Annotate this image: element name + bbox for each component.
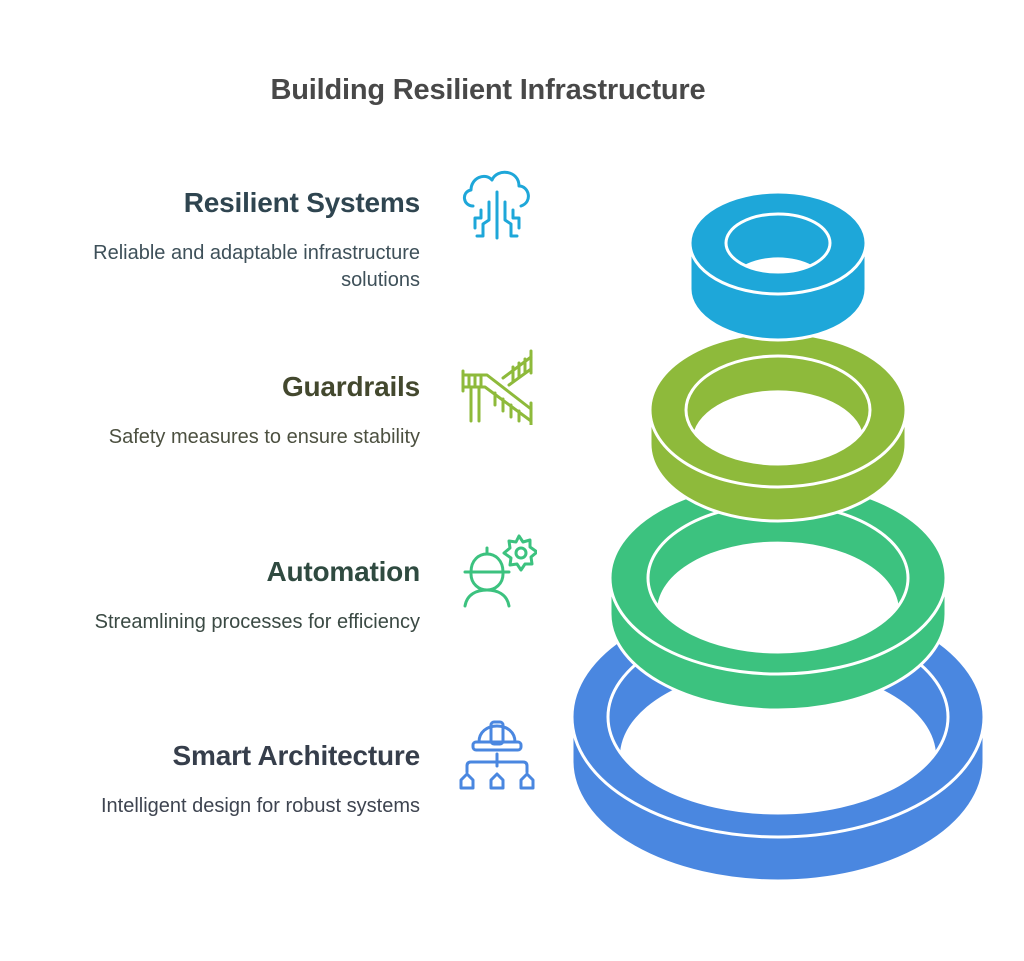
item-resilient-systems: Resilient Systems Reliable and adaptable… [0,186,420,294]
ring-inner-edge [684,354,872,466]
ring-side-wall [650,410,906,521]
item-description-line: solutions [341,269,420,291]
ring-side-wall [610,578,946,710]
diagram-title: Building Resilient Infrastructure [270,74,706,106]
worker-gear-icon [457,530,537,610]
item-description: Intelligent design for robust systems [100,795,420,817]
hardhat-hierarchy-icon [457,710,537,790]
item-guardrails: Guardrails Safety measures to ensure sta… [0,370,420,451]
cloud-circuit-icon [457,162,537,242]
ring-inner-edge [724,212,832,274]
ring-edge-line [688,242,868,296]
item-description: Safety measures to ensure stability [108,426,420,448]
item-heading: Resilient Systems [183,187,420,218]
item-description: Reliable and adaptable infrastructure so… [0,240,420,294]
ring-guardrails [648,331,908,523]
item-heading: Guardrails [281,371,420,402]
ring-automation [608,480,948,712]
item-heading: Automation [266,556,420,587]
ring-edge-line [570,716,986,839]
ring-edge-line [648,409,908,489]
item-description: Streamlining processes for efficiency [94,611,420,633]
item-heading: Smart Architecture [172,740,421,771]
ring-outline [648,331,908,523]
ring-outline [688,190,868,342]
stair-railing-icon [457,345,537,425]
ring-edge-line [608,577,948,676]
ring-resilient-systems [688,190,868,342]
item-automation: Automation Streamlining processes for ef… [0,555,421,636]
ring-hole [692,390,864,464]
item-description-line: Reliable and adaptable infrastructure [93,242,420,264]
ring-side-wall [572,717,984,881]
item-smart-architecture: Smart Architecture Intelligent design fo… [0,739,420,820]
ring-side-wall [690,243,866,340]
ring-inner-wall [726,214,830,272]
